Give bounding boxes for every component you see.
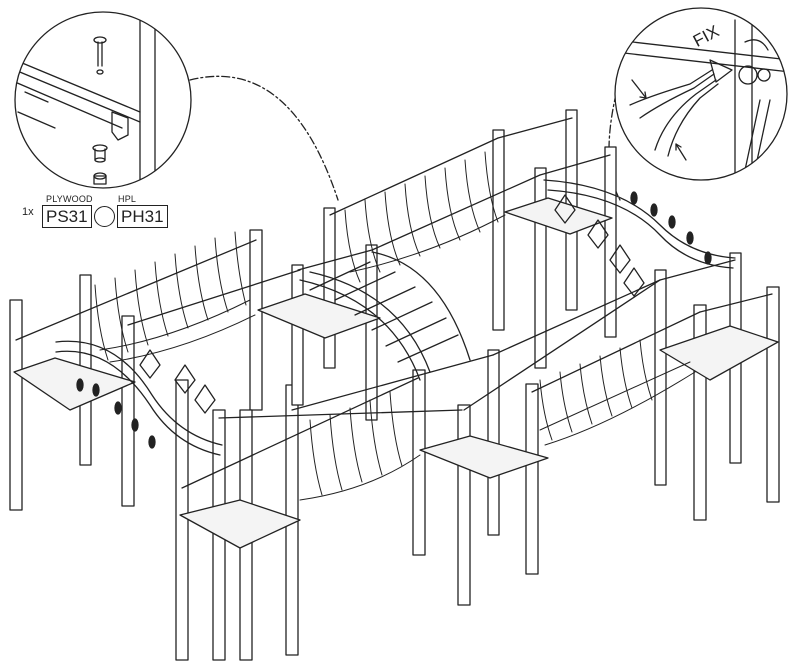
rope-bridge-left xyxy=(94,231,256,363)
plywood-code-box: PS31 xyxy=(42,205,92,228)
plywood-caption: PLYWOOD xyxy=(46,194,93,204)
rope-bridge-right xyxy=(539,339,696,446)
quantity-label: 1x xyxy=(22,206,34,218)
rope-bridge-front xyxy=(299,391,421,501)
arched-ladder xyxy=(299,251,471,381)
play-structure xyxy=(9,109,780,661)
rope-bridge-back xyxy=(344,151,506,283)
detail-leader-left xyxy=(189,75,339,201)
hpl-code-box: PH31 xyxy=(117,205,168,228)
or-circle-icon xyxy=(94,206,115,227)
detail-fastener-circle xyxy=(14,11,192,189)
top-rails xyxy=(15,117,773,489)
posts xyxy=(9,109,780,661)
hanging-clips xyxy=(76,191,712,449)
gymnastic-rings xyxy=(139,194,645,414)
detail-pliers-circle xyxy=(614,7,788,181)
platforms xyxy=(13,197,779,549)
hpl-caption: HPL xyxy=(118,194,137,204)
